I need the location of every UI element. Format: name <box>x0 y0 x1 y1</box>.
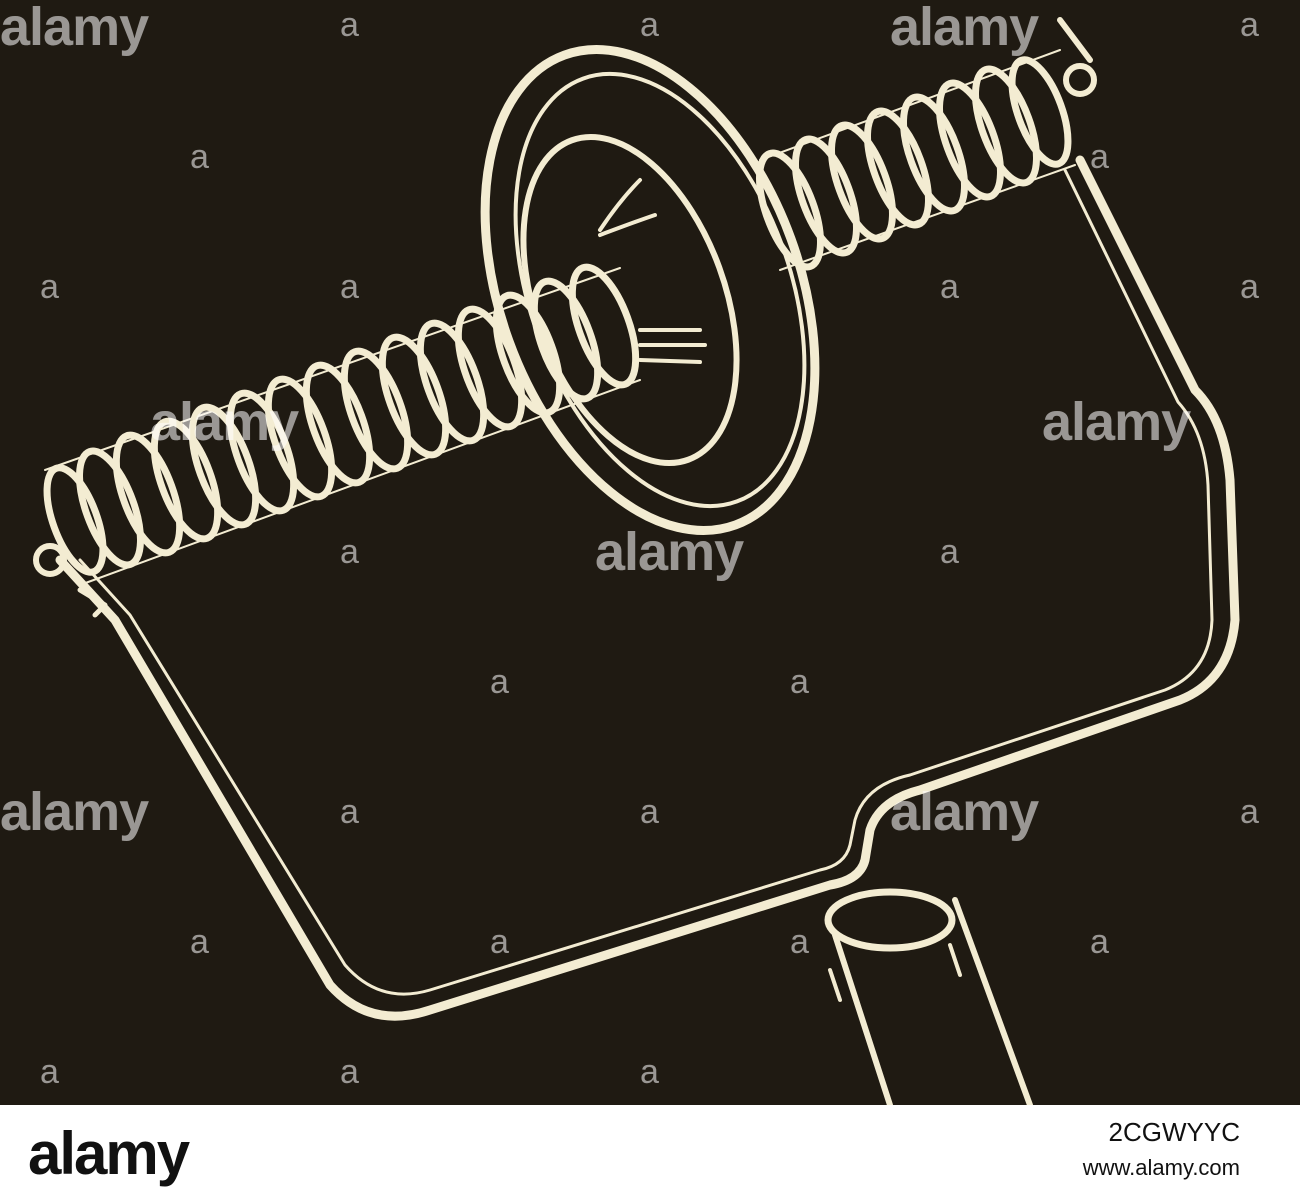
spool-disc-inner <box>520 133 740 467</box>
watermark: a <box>340 1053 359 1091</box>
watermark: a <box>640 793 659 831</box>
right-end-pin <box>1063 63 1097 97</box>
watermark: a <box>340 533 359 571</box>
left-end-pin <box>33 543 67 577</box>
watermark: a <box>1240 6 1259 44</box>
watermark: a <box>190 138 209 176</box>
image-id: 2CGWYYC <box>1108 1117 1240 1147</box>
engraving-illustration: alamy a alamy a a a a a a a alamy alamy … <box>0 0 1300 1105</box>
watermark: a <box>340 793 359 831</box>
alamy-logo: alamy <box>28 1120 190 1187</box>
watermark: a <box>340 268 359 306</box>
thread-tuft <box>598 178 707 364</box>
watermark: a <box>1240 793 1259 831</box>
watermark: a <box>790 923 809 961</box>
frame-wire-outer <box>55 155 1240 1021</box>
spool-disc-rim <box>513 71 807 509</box>
watermark: a <box>640 1053 659 1091</box>
watermark: a <box>40 268 59 306</box>
watermark: a <box>940 533 959 571</box>
watermark: a <box>190 923 209 961</box>
watermark: a <box>340 6 359 44</box>
coil-spring-left <box>43 263 640 576</box>
watermark: a <box>940 268 959 306</box>
spring-reel-drawing <box>33 17 1240 1105</box>
watermark: a <box>490 663 509 701</box>
frame-wire-inner <box>78 168 1214 996</box>
stock-footer-bar: alamy 2CGWYYC www.alamy.com <box>0 1105 1300 1195</box>
coil-spring-right <box>756 56 1072 271</box>
watermark: a <box>1090 138 1109 176</box>
handle-tube <box>832 897 1033 1105</box>
watermark: a <box>790 663 809 701</box>
watermark: a <box>1090 923 1109 961</box>
watermark: a <box>640 6 659 44</box>
spool-disc-outer <box>480 45 820 535</box>
watermark: a <box>40 1053 59 1091</box>
handle-collar <box>824 888 956 952</box>
watermark: a <box>1240 268 1259 306</box>
site-url: www.alamy.com <box>1082 1155 1240 1180</box>
watermark: a <box>490 923 509 961</box>
